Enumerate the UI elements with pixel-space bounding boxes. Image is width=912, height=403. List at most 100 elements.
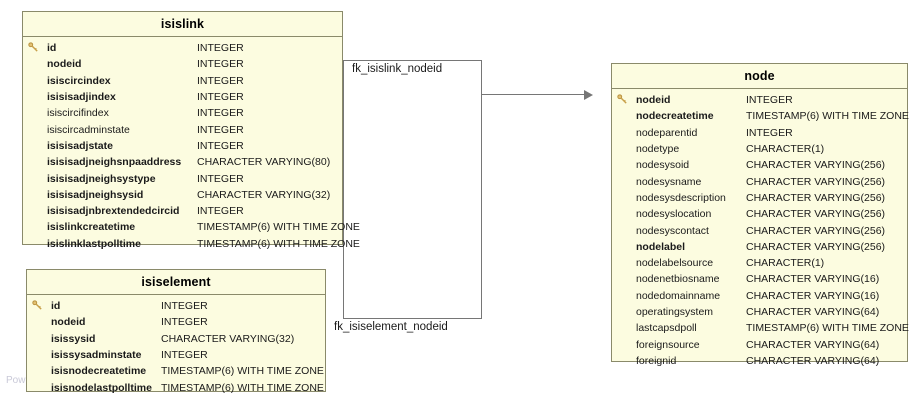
column-row: lastcapsdpoll TIMESTAMP(6) WITH TIME ZONE: [612, 320, 909, 336]
column-type: INTEGER: [161, 316, 208, 329]
column-name: nodenetbiosname: [636, 273, 720, 286]
column-row: isisisadjnbrextendedcircid INTEGER: [23, 203, 342, 219]
column-type: CHARACTER VARYING(64): [746, 354, 880, 367]
column-name: nodeid: [636, 94, 671, 107]
column-name: isisnodelastpolltime: [51, 381, 152, 394]
column-row: isisisadjindex INTEGER: [23, 89, 342, 105]
column-name: nodesysname: [636, 175, 702, 188]
column-type: INTEGER: [197, 205, 244, 218]
column-row: nodesysdescription CHARACTER VARYING(256): [612, 190, 907, 206]
column-name: nodelabelsource: [636, 257, 714, 270]
column-type: INTEGER: [197, 58, 244, 71]
column-row: isisnodecreatetime TIMESTAMP(6) WITH TIME…: [27, 363, 325, 379]
column-row: isisisadjneighsnpaaddress CHARACTER VARYI…: [23, 154, 342, 170]
column-name: isisnodecreatetime: [51, 365, 147, 378]
column-row: isiscircadminstate INTEGER: [23, 121, 342, 137]
column-type: INTEGER: [197, 42, 244, 55]
column-type: CHARACTER VARYING(256): [746, 224, 886, 237]
column-type: CHARACTER VARYING(64): [746, 306, 880, 318]
column-name: operatingsystem: [636, 306, 714, 318]
column-type: CHARACTER VARYING(256): [746, 159, 886, 172]
column-row: nodenetbiosname CHARACTER VARYING(16): [612, 271, 907, 287]
column-name: isissysid: [51, 332, 96, 345]
column-name: isiscircadminstate: [47, 123, 130, 136]
column-type: INTEGER: [197, 107, 244, 120]
column-name: isiscircifindex: [47, 107, 109, 120]
column-type: CHARACTER VARYING(256): [746, 240, 886, 253]
column-type: TIMESTAMP(6) WITH TIME ZONE: [197, 237, 360, 250]
column-type: TIMESTAMP(6) WITH TIME ZONE: [161, 365, 324, 378]
column-type: TIMESTAMP(6) WITH TIME ZONE: [161, 381, 324, 394]
column-type: INTEGER: [746, 126, 793, 139]
relationship-routing-box: [343, 60, 482, 319]
column-type: CHARACTER VARYING(16): [746, 289, 880, 302]
column-row: nodeid INTEGER: [23, 56, 342, 72]
column-name: nodelabel: [636, 240, 686, 253]
column-type: CHARACTER(1): [746, 257, 825, 270]
column-name: isissysadminstate: [51, 349, 142, 362]
column-type: INTEGER: [197, 91, 244, 104]
column-type: INTEGER: [746, 94, 793, 107]
column-name: nodeid: [51, 316, 86, 329]
column-type: CHARACTER VARYING(256): [746, 191, 886, 204]
column-row: nodelabelsource CHARACTER(1): [612, 255, 907, 271]
column-row: nodeid INTEGER: [612, 92, 907, 108]
relationship-label-fk-isislink-nodeid: fk_isislink_nodeid: [352, 63, 443, 75]
column-row: nodedomainname CHARACTER VARYING(16): [612, 288, 907, 304]
column-type: CHARACTER VARYING(16): [746, 273, 880, 286]
column-type: CHARACTER VARYING(80): [197, 156, 331, 169]
column-name: nodeid: [47, 58, 82, 71]
column-row: nodecreatetime TIMESTAMP(6) WITH TIME ZON…: [612, 108, 909, 124]
entity-title-node: node: [612, 64, 907, 89]
entity-title-isiselement: isiselement: [27, 270, 325, 295]
column-name: isisisadjindex: [47, 91, 116, 104]
column-type: INTEGER: [197, 172, 244, 185]
column-type: CHARACTER VARYING(256): [746, 208, 886, 221]
column-type: CHARACTER VARYING(32): [197, 188, 331, 201]
column-type: INTEGER: [161, 349, 208, 362]
column-type: TIMESTAMP(6) WITH TIME ZONE: [746, 110, 909, 123]
column-name: isisisadjneighsnpaaddress: [47, 156, 182, 169]
column-name: lastcapsdpoll: [636, 322, 697, 335]
column-name: foreignid: [636, 354, 677, 367]
column-name: nodecreatetime: [636, 110, 714, 123]
column-name: nodeparentid: [636, 126, 698, 139]
column-row: operatingsystem CHARACTER VARYING(64): [612, 304, 907, 320]
column-type: INTEGER: [197, 123, 244, 136]
primary-key-icon-cell: [23, 41, 43, 55]
relationship-connector-line: [481, 94, 585, 95]
column-name: nodesysdescription: [636, 191, 726, 204]
column-type: INTEGER: [197, 139, 244, 152]
primary-key-icon: [31, 299, 43, 311]
column-name: nodedomainname: [636, 289, 721, 302]
column-row: nodeid INTEGER: [27, 314, 325, 330]
primary-key-icon-cell: [27, 299, 47, 313]
column-name: foreignsource: [636, 338, 700, 351]
primary-key-icon-cell: [612, 93, 632, 107]
column-type: TIMESTAMP(6) WITH TIME ZONE: [197, 221, 360, 234]
column-name: isisisadjnbrextendedcircid: [47, 205, 180, 218]
relationship-arrow-head: [584, 90, 593, 100]
column-name: nodetype: [636, 143, 680, 156]
column-type: TIMESTAMP(6) WITH TIME ZONE: [746, 322, 909, 335]
column-type: INTEGER: [161, 300, 208, 313]
column-type: INTEGER: [197, 74, 244, 87]
column-row: nodeparentid INTEGER: [612, 125, 907, 141]
primary-key-icon: [616, 93, 628, 105]
column-row: foreignid CHARACTER VARYING(64): [612, 353, 907, 369]
